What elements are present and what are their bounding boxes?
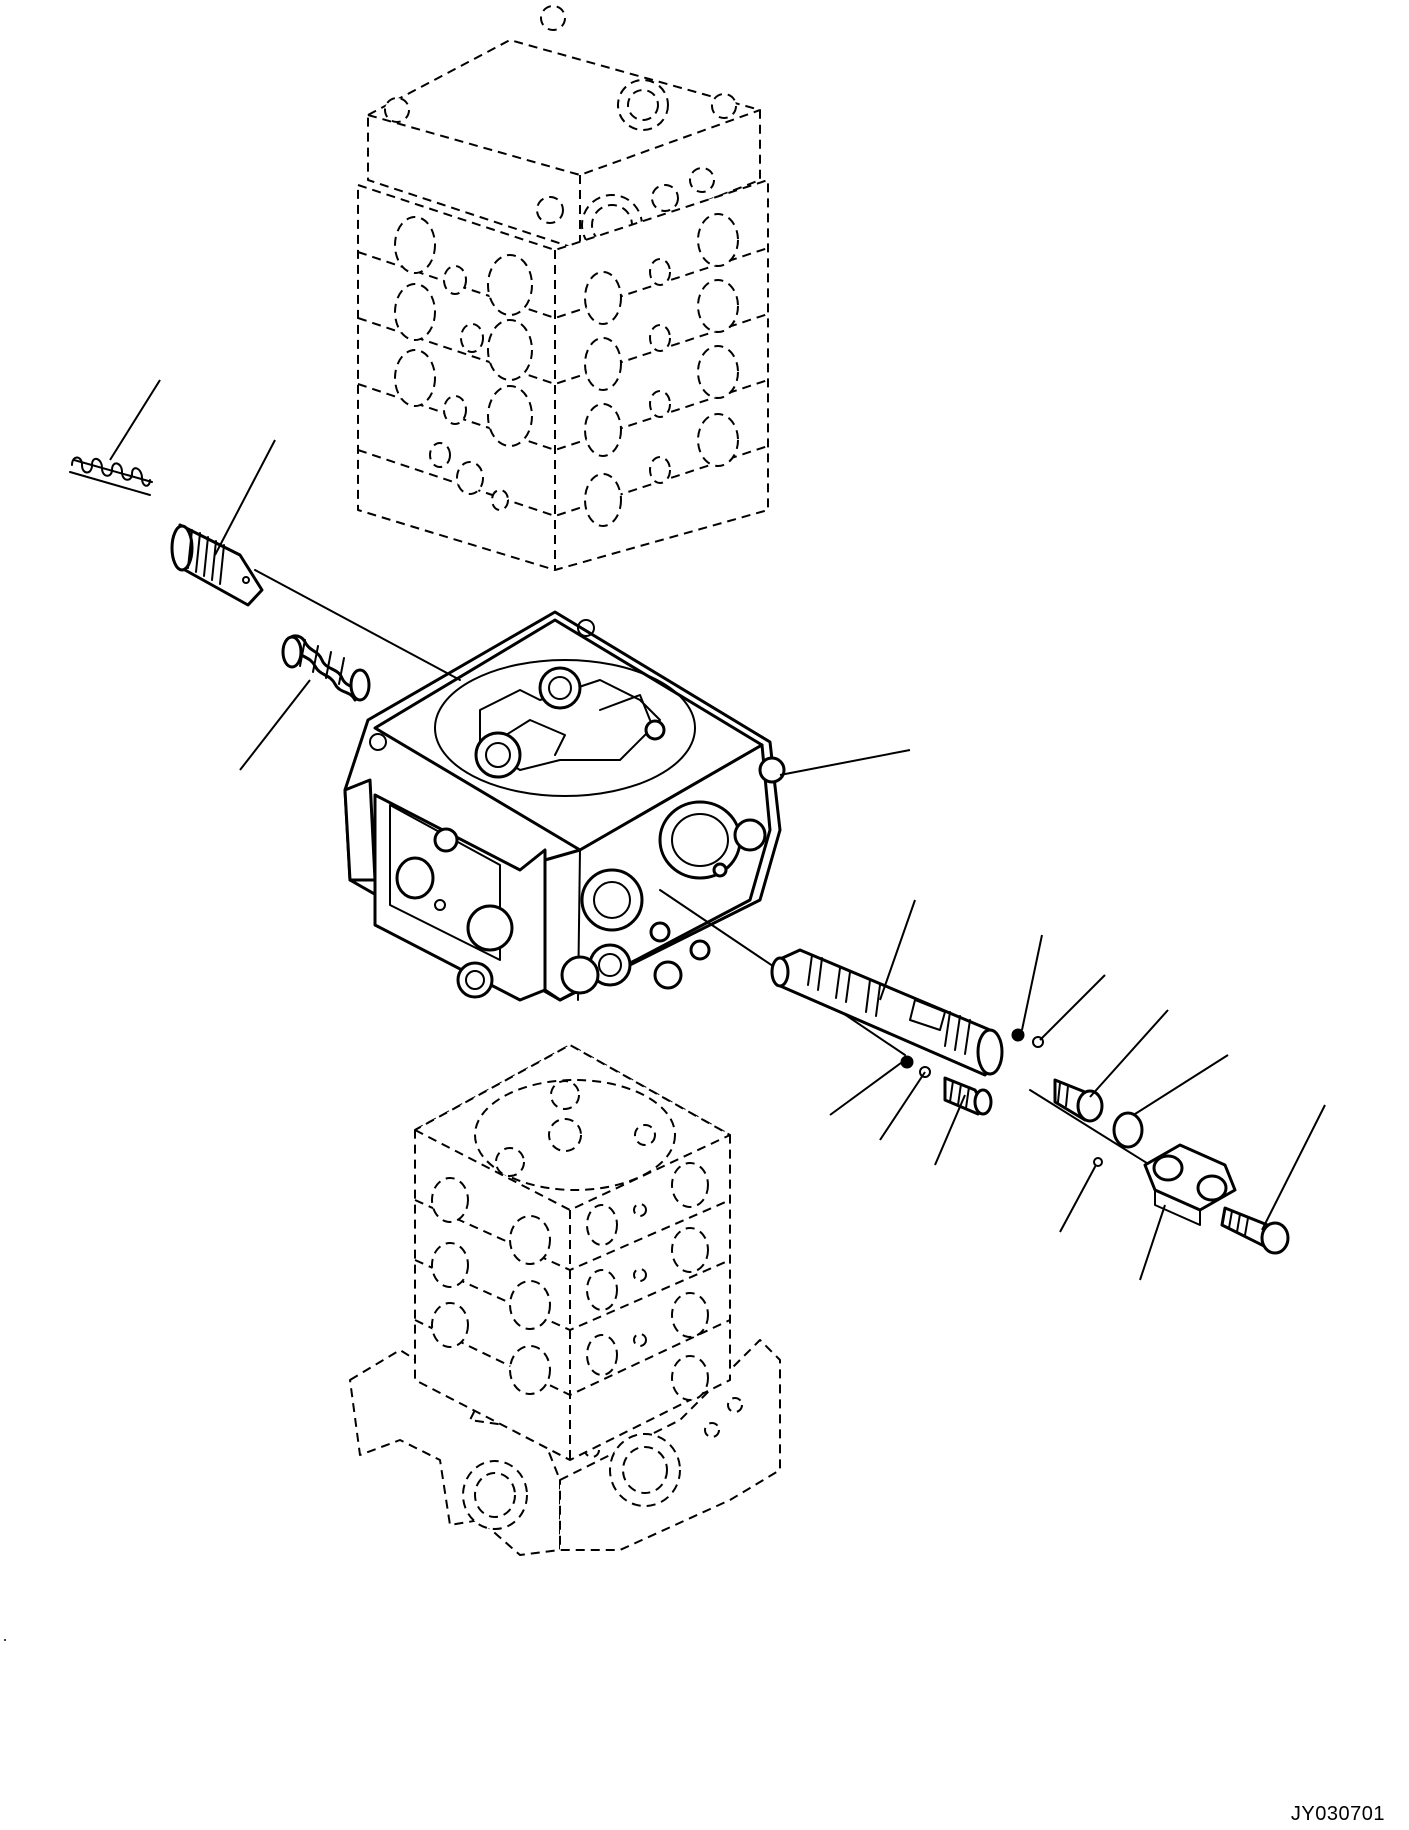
bolt-part [1220, 1206, 1290, 1255]
cap-screw-1 [1053, 1078, 1104, 1123]
ball-2 [1011, 1028, 1025, 1042]
small-plug [943, 1076, 993, 1116]
o-ring-2 [1032, 1036, 1044, 1048]
flange-part [1143, 1143, 1237, 1226]
stray-dot [4, 1639, 6, 1641]
o-ring-large [1112, 1111, 1144, 1149]
o-ring-3 [1093, 1157, 1103, 1167]
o-ring-1 [919, 1066, 931, 1078]
small-parts [900, 1028, 1290, 1255]
leader-lines [109, 379, 1326, 1281]
drawing-code: JY030701 [1290, 1803, 1385, 1825]
spool-part [770, 948, 1004, 1077]
spring-part [69, 456, 153, 496]
valve-section-body [343, 610, 786, 1002]
upper-valve-stack [357, 5, 769, 571]
plug-part [170, 523, 264, 607]
lower-valve-stack [349, 1044, 781, 1556]
spring-part-2 [281, 634, 371, 702]
